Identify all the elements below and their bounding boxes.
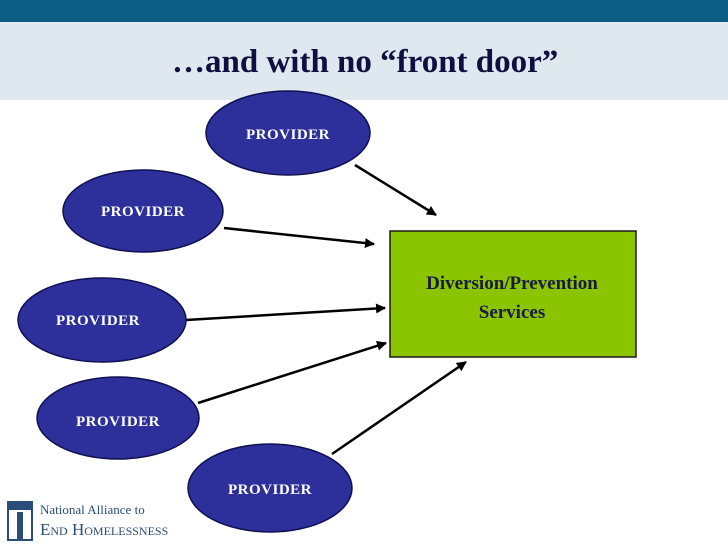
provider-node: PROVIDER (205, 90, 371, 176)
target-label-line2: Services (479, 302, 545, 323)
logo-text-line2: End Homelessness (40, 520, 169, 539)
provider-node: PROVIDER (17, 277, 187, 363)
provider-ellipse (36, 376, 200, 460)
target-label-line1: Diversion/Prevention (426, 273, 598, 294)
arrow-p5 (331, 360, 467, 456)
house-icon (7, 501, 33, 541)
provider-node: PROVIDER (62, 169, 224, 253)
arrow-p1 (354, 163, 437, 217)
provider-node: PROVIDER (187, 443, 353, 533)
provider-ellipse (187, 443, 353, 533)
provider-ellipse (205, 90, 371, 176)
provider-ellipse (62, 169, 224, 253)
header-band (0, 22, 728, 100)
provider-node: PROVIDER (36, 376, 200, 460)
provider-label: PROVIDER (101, 204, 185, 220)
arrow-p3 (185, 303, 386, 322)
organization-logo: National Alliance to End Homelessness (6, 496, 196, 544)
header-bar (0, 0, 728, 22)
provider-label: PROVIDER (228, 482, 312, 498)
arrow-p2 (223, 226, 375, 249)
provider-label: PROVIDER (246, 127, 330, 143)
arrow-p4 (197, 340, 387, 405)
arrows (185, 163, 467, 456)
slide-title: …and with no “front door” (172, 44, 559, 80)
target-rect (389, 230, 637, 358)
provider-label: PROVIDER (76, 414, 160, 430)
provider-ellipse (17, 277, 187, 363)
diversion-prevention-box: Diversion/Prevention Services (389, 230, 637, 358)
logo-text-line1: National Alliance to (40, 502, 145, 517)
provider-label: PROVIDER (56, 313, 140, 329)
